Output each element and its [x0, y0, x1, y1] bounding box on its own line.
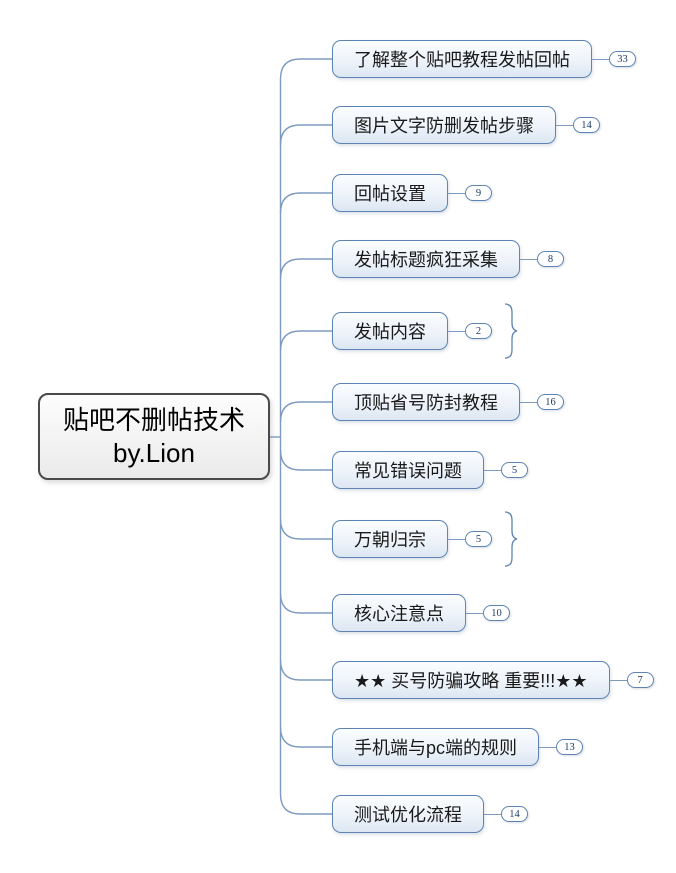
topic-box[interactable]: ★★ 买号防骗攻略 重要!!!★★	[332, 661, 610, 699]
badge-connector-line	[484, 813, 501, 815]
branch-row: 图片文字防删发帖步骤 14	[332, 106, 600, 144]
branch-row: 常见错误问题 5	[332, 451, 528, 489]
branch-row: 发帖标题疯狂采集 8	[332, 240, 564, 278]
count-badge[interactable]: 10	[483, 605, 510, 621]
branch-row: 发帖内容 2	[332, 303, 518, 359]
topic-box[interactable]: 常见错误问题	[332, 451, 484, 489]
topic-box[interactable]: 图片文字防删发帖步骤	[332, 106, 556, 144]
topic-box[interactable]: 核心注意点	[332, 594, 466, 632]
badge-connector-line	[448, 192, 465, 194]
topic-box[interactable]: 回帖设置	[332, 174, 448, 212]
count-badge[interactable]: 5	[465, 531, 492, 547]
branch-row: 核心注意点 10	[332, 594, 510, 632]
badge-connector-line	[448, 538, 465, 540]
topic-box[interactable]: 万朝归宗	[332, 520, 448, 558]
count-badge[interactable]: 2	[465, 323, 492, 339]
topic-box[interactable]: 测试优化流程	[332, 795, 484, 833]
topic-box[interactable]: 手机端与pc端的规则	[332, 728, 540, 766]
count-badge[interactable]: 9	[465, 185, 492, 201]
count-badge[interactable]: 5	[501, 462, 528, 478]
count-badge[interactable]: 8	[537, 251, 564, 267]
count-badge[interactable]: 14	[573, 117, 600, 133]
badge-connector-line	[520, 401, 537, 403]
branch-row: 测试优化流程 14	[332, 795, 528, 833]
topic-box[interactable]: 发帖标题疯狂采集	[332, 240, 520, 278]
count-badge[interactable]: 16	[537, 394, 564, 410]
badge-connector-line	[609, 679, 627, 681]
branch-row: 回帖设置 9	[332, 174, 492, 212]
badge-connector-line	[592, 58, 609, 60]
badge-connector-line	[556, 124, 573, 126]
central-topic-title: 贴吧不删帖技术	[62, 405, 245, 435]
branch-row: ★★ 买号防骗攻略 重要!!!★★ 7	[332, 661, 654, 699]
topic-box[interactable]: 了解整个贴吧教程发帖回帖	[332, 40, 592, 78]
branch-row: 万朝归宗 5	[332, 511, 518, 567]
branch-row: 顶贴省号防封教程 16	[332, 383, 564, 421]
badge-connector-line	[484, 469, 501, 471]
count-badge[interactable]: 13	[556, 739, 584, 755]
count-badge[interactable]: 33	[609, 51, 636, 67]
topic-box[interactable]: 顶贴省号防封教程	[332, 383, 520, 421]
count-badge[interactable]: 7	[626, 672, 654, 688]
badge-connector-line	[466, 612, 483, 614]
central-topic-subtitle: by.Lion	[113, 437, 195, 468]
branch-row: 了解整个贴吧教程发帖回帖 33	[332, 40, 636, 78]
badge-connector-line	[520, 258, 537, 260]
badge-connector-line	[448, 330, 465, 332]
branch-row: 手机端与pc端的规则 13	[332, 728, 584, 766]
topic-box[interactable]: 发帖内容	[332, 312, 448, 350]
central-topic-node[interactable]: 贴吧不删帖技术 by.Lion	[38, 393, 270, 480]
badge-connector-line	[539, 746, 557, 748]
group-brace-icon	[504, 511, 518, 567]
count-badge[interactable]: 14	[501, 806, 528, 822]
group-brace-icon	[504, 303, 518, 359]
